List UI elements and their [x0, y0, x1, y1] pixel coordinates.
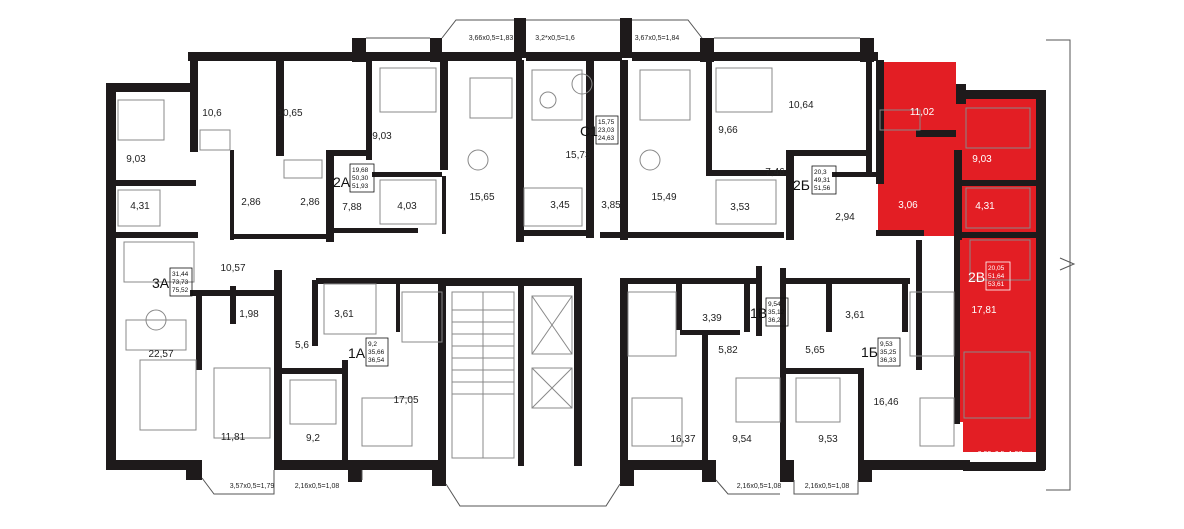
- room-area-label: 5,65: [805, 345, 825, 356]
- room-area-label: 4,31: [975, 201, 995, 212]
- svg-text:1Б: 1Б: [861, 344, 878, 360]
- room-area-label: 9,53: [818, 434, 838, 445]
- room-area-label: 6,11: [929, 254, 948, 265]
- svg-text:51,93: 51,93: [352, 183, 369, 190]
- svg-text:3А: 3А: [152, 275, 170, 291]
- svg-text:20,3: 20,3: [814, 169, 827, 176]
- room-area-label: 9,03: [972, 154, 992, 165]
- room-area-label: 10,6: [202, 108, 222, 119]
- room-area-label: 3,61: [334, 309, 354, 320]
- apartment-c1-label: С1 15,75 23,03 24,63: [580, 115, 619, 145]
- room-area-label: 10,57: [220, 263, 245, 274]
- svg-text:53,61: 53,61: [988, 281, 1005, 288]
- room-area-label: 3,45: [550, 200, 570, 211]
- room-area-label: 7,88: [342, 202, 362, 213]
- room-area-label: 5,6: [295, 340, 309, 351]
- svg-text:36,54: 36,54: [368, 357, 385, 364]
- svg-text:9,54: 9,54: [768, 301, 781, 308]
- room-area-label: 15,73: [565, 150, 590, 161]
- svg-text:1В: 1В: [750, 305, 767, 321]
- room-area-label: 3,61: [845, 310, 865, 321]
- balcony-area-label: 3,93х0,5=1,97: [978, 451, 1023, 458]
- room-area-label: 9,54: [732, 434, 752, 445]
- balcony-area-label: 2,16х0,5=1,08: [805, 483, 850, 490]
- apartment-1b-label: 1Б 9,53 35,25 36,33: [861, 337, 901, 367]
- room-area-label: 17,05: [393, 395, 418, 406]
- room-area-label: 11,02: [910, 107, 935, 118]
- svg-text:15,75: 15,75: [598, 119, 615, 126]
- svg-text:20,05: 20,05: [988, 265, 1005, 272]
- svg-text:51,56: 51,56: [814, 185, 831, 192]
- room-area-label: 11,81: [221, 432, 246, 443]
- room-area-label: 16,37: [670, 434, 695, 445]
- svg-text:9,53: 9,53: [880, 341, 893, 348]
- room-area-label: 16,46: [873, 397, 898, 408]
- svg-text:36,2: 36,2: [768, 317, 781, 324]
- svg-text:51,64: 51,64: [988, 273, 1005, 280]
- room-area-label: 15,65: [469, 192, 494, 203]
- room-area-label: 1,98: [239, 309, 259, 320]
- svg-text:С1: С1: [580, 123, 598, 139]
- apartment-1a-label: 1А 9,2 35,66 36,54: [348, 337, 389, 367]
- apartment-2b-label: 2Б 20,3 49,31 51,56: [793, 165, 837, 195]
- balcony-area-label: 3,57х0,5=1,79: [230, 483, 275, 490]
- room-area-label: 9,03: [372, 131, 392, 142]
- svg-text:2В: 2В: [968, 269, 985, 285]
- stair-elevator-core: [451, 291, 573, 459]
- room-area-label: 9,66: [718, 125, 738, 136]
- room-area-label: 22,57: [148, 349, 173, 360]
- svg-text:73,73: 73,73: [172, 279, 189, 286]
- room-area-label: 3,06: [898, 200, 918, 211]
- room-area-label: 10,65: [277, 108, 302, 119]
- room-labels: 9,03 4,31 10,6 10,65 9,03 2,86 2,86 7,88…: [126, 100, 997, 445]
- interior-walls: [106, 56, 1038, 466]
- apartment-2a-label: 2А 19,68 50,30 51,93: [333, 163, 375, 193]
- balcony-area-label: 2,16х0,5=1,08: [295, 483, 340, 490]
- svg-text:49,31: 49,31: [814, 177, 831, 184]
- room-area-label: 10,64: [788, 100, 813, 111]
- svg-text:9,2: 9,2: [368, 341, 377, 348]
- room-area-label: 9,2: [306, 433, 320, 444]
- svg-text:35,12: 35,12: [768, 309, 785, 316]
- balcony-area-label: 2,16х0,5=1,08: [737, 483, 782, 490]
- room-area-label: 3,53: [730, 202, 750, 213]
- room-area-label: 17,81: [971, 305, 996, 316]
- apartment-1v-label: 1В 9,54 35,12 36,2: [750, 297, 789, 327]
- room-area-label: 3,39: [702, 313, 722, 324]
- svg-text:2А: 2А: [333, 174, 351, 190]
- apartment-2v-label: 2В 20,05 51,64 53,61: [968, 261, 1011, 291]
- room-area-label: 4,03: [397, 201, 417, 212]
- svg-text:24,63: 24,63: [598, 135, 615, 142]
- furniture: [117, 67, 1031, 447]
- apartment-labels: 2А 19,68 50,30 51,93 С1 15,75 23,03 24,6…: [152, 115, 1011, 367]
- room-area-label: 9,03: [126, 154, 146, 165]
- svg-text:75,52: 75,52: [172, 287, 189, 294]
- room-area-label: 15,49: [651, 192, 676, 203]
- room-area-label: 3,85: [601, 200, 621, 211]
- apartment-3a-label: 3А 31,44 73,73 75,52: [152, 267, 193, 297]
- svg-text:50,30: 50,30: [352, 175, 369, 182]
- balcony-area-label: 3,2*х0,5=1,6: [535, 35, 575, 42]
- balcony-outlines: [201, 19, 1076, 507]
- svg-text:31,44: 31,44: [172, 271, 189, 278]
- room-area-label: 2,86: [300, 197, 320, 208]
- balcony-area-label: 3,66х0,5=1,83: [469, 35, 514, 42]
- svg-text:19,68: 19,68: [352, 167, 369, 174]
- svg-text:1А: 1А: [348, 345, 366, 361]
- room-area-label: 7,46: [765, 167, 785, 178]
- svg-text:35,66: 35,66: [368, 349, 385, 356]
- svg-text:36,33: 36,33: [880, 357, 897, 364]
- svg-text:2Б: 2Б: [793, 177, 810, 193]
- balcony-labels: 3,66х0,5=1,83 3,2*х0,5=1,6 3,67х0,5=1,84…: [230, 35, 1023, 490]
- balcony-area-label: 3,67х0,5=1,84: [635, 35, 680, 42]
- svg-text:23,03: 23,03: [598, 127, 615, 134]
- room-area-label: 2,94: [835, 212, 855, 223]
- room-area-label: 5,82: [718, 345, 738, 356]
- room-area-label: 2,86: [241, 197, 261, 208]
- room-area-label: 4,31: [130, 201, 150, 212]
- svg-text:35,25: 35,25: [880, 349, 897, 356]
